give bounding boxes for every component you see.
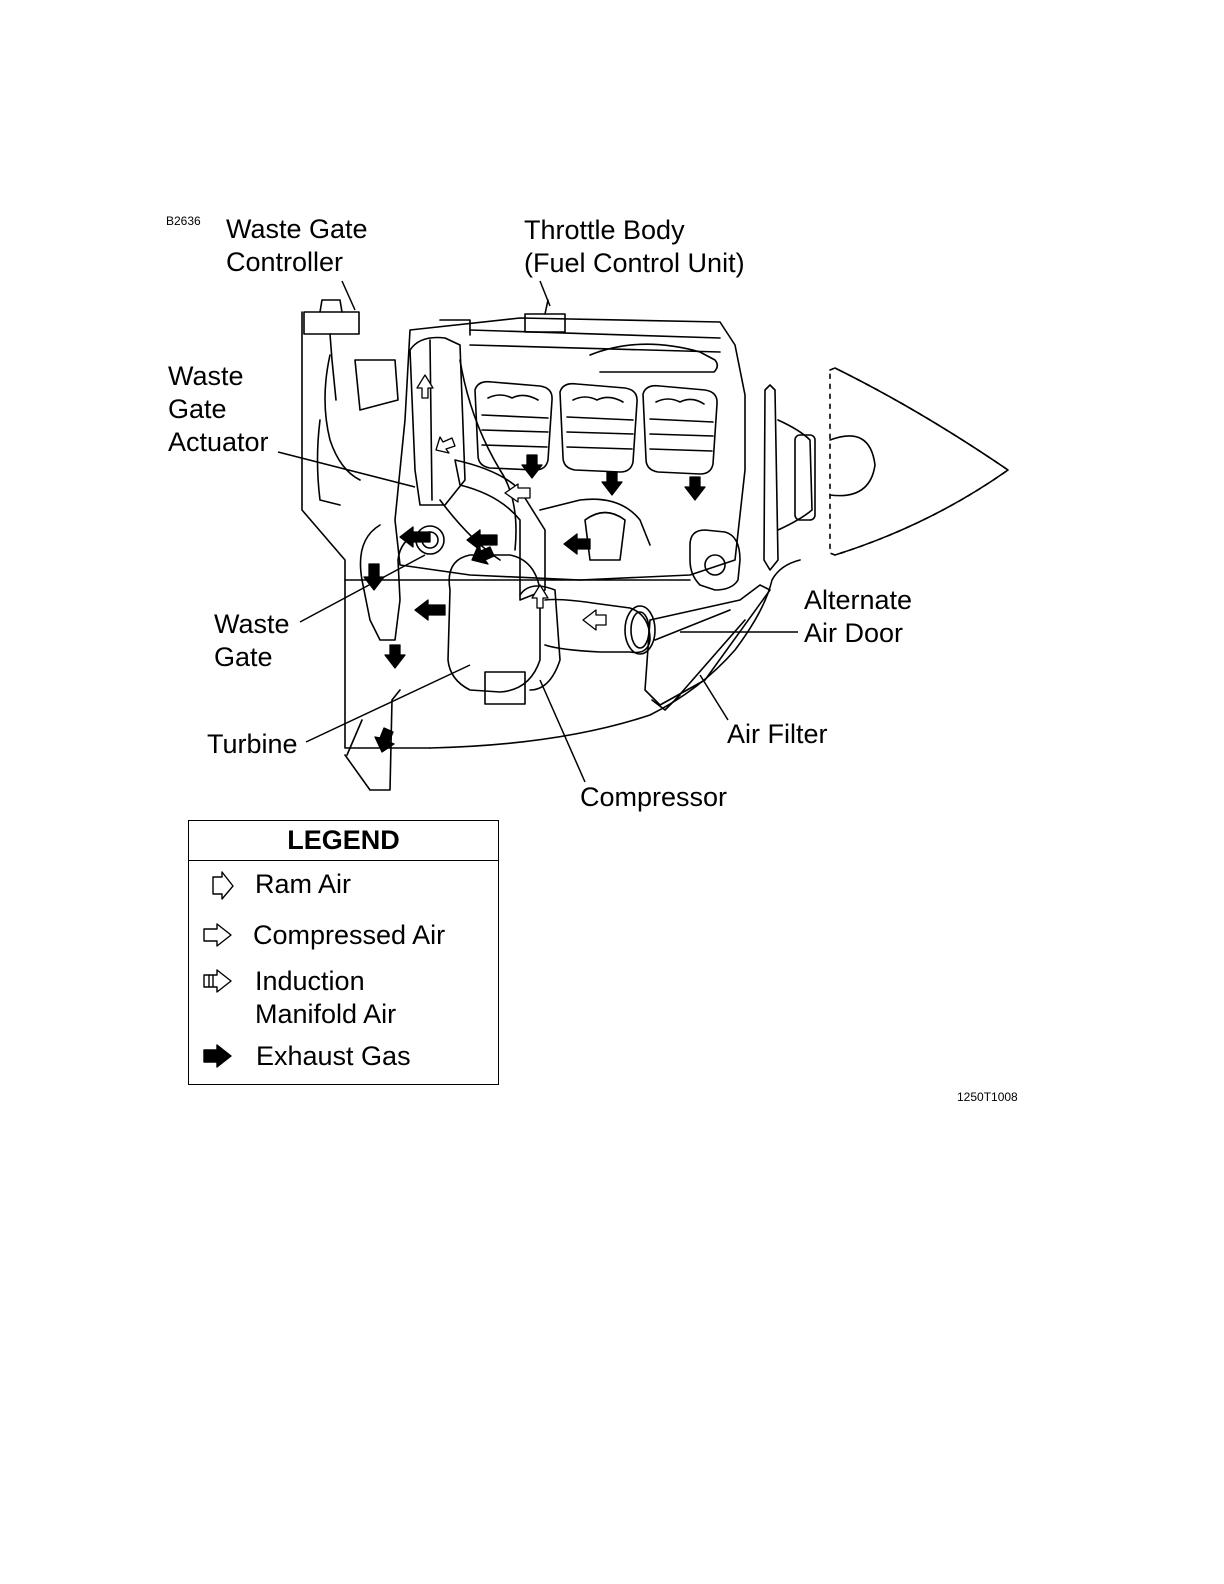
leader-waste-gate-controller [341, 280, 356, 311]
exhaust-arrow-6 [601, 471, 623, 496]
firewall-outline [301, 311, 431, 749]
label-throttle-body-line1: Throttle Body [524, 215, 685, 245]
exhaust-arrow-3 [563, 533, 591, 555]
label-compressor: Compressor [580, 782, 728, 812]
label-turbine: Turbine [207, 729, 298, 759]
turbine-housing [447, 554, 541, 693]
exhaust-arrow-10 [374, 727, 395, 753]
label-alternate-air-door-line2: Air Door [804, 618, 904, 648]
label-throttle-body-line2: (Fuel Control Unit) [524, 248, 745, 278]
exhaust-arrow-4 [414, 599, 446, 621]
label-throttle-body: Throttle Body (Fuel Control Unit) [524, 214, 745, 280]
figure-code: B2636 [166, 214, 201, 228]
legend-item-induction-line2: Manifold Air [255, 999, 397, 1029]
leader-waste-gate-actuator [277, 451, 416, 488]
legend-item-induction-line1: Induction [255, 966, 365, 996]
engine-block [394, 317, 746, 581]
exhaust-arrow-9 [384, 644, 406, 669]
propeller-spinner [829, 367, 1009, 556]
ram-air-arrow-icon [212, 871, 234, 900]
label-waste-gate-controller-line2: Controller [226, 247, 344, 277]
leader-turbine [305, 664, 471, 743]
leader-compressor [539, 679, 586, 783]
legend-item-compressed-air: Compressed Air [253, 920, 446, 950]
exhaust-arrow-1 [399, 526, 431, 548]
label-waste-gate-controller: Waste Gate Controller [226, 213, 368, 279]
induction-riser [409, 336, 466, 506]
cylinder-3 [642, 384, 718, 475]
compressed-air-arrow-2 [435, 436, 456, 454]
drawing-number: 1250T1008 [957, 1090, 1018, 1104]
legend-title: LEGEND [189, 821, 498, 861]
label-waste-gate-line2: Gate [214, 642, 273, 672]
cylinder-2 [559, 382, 638, 473]
label-waste-gate-actuator-line3: Actuator [168, 427, 269, 457]
ram-air-arrow-1 [582, 609, 607, 631]
exhaust-arrow-7 [684, 476, 706, 501]
leader-throttle-body [539, 280, 551, 307]
legend-item-ram-air: Ram Air [255, 869, 352, 899]
compressed-air-arrow-icon [203, 923, 232, 947]
propeller-flange [763, 384, 779, 571]
waste-gate-controller-body [303, 311, 360, 335]
exhaust-gas-arrow-icon [203, 1044, 232, 1068]
label-waste-gate-actuator-line2: Gate [168, 394, 227, 424]
legend: LEGEND [188, 820, 499, 1085]
compressed-air-arrow-4 [531, 584, 549, 609]
label-waste-gate-line1: Waste [214, 609, 290, 639]
label-alternate-air-door: Alternate Air Door [804, 584, 912, 650]
leader-air-filter [699, 674, 729, 721]
label-waste-gate: Waste Gate [214, 608, 290, 674]
label-waste-gate-actuator: Waste Gate Actuator [168, 360, 269, 459]
legend-item-induction-manifold-air: Induction Manifold Air [255, 965, 396, 1031]
label-alternate-air-door-line1: Alternate [804, 585, 913, 615]
throttle-body [524, 313, 566, 333]
label-waste-gate-controller-line1: Waste Gate [226, 214, 368, 244]
compressed-air-arrow-1 [416, 374, 434, 399]
label-waste-gate-actuator-line1: Waste [168, 361, 244, 391]
leader-waste-gate [299, 554, 426, 623]
air-filter-box [644, 584, 771, 706]
cylinder-1 [474, 380, 553, 471]
inlet-duct [544, 598, 651, 654]
legend-item-exhaust-gas: Exhaust Gas [256, 1041, 411, 1071]
exhaust-arrow-5 [521, 454, 543, 479]
alternator [689, 529, 741, 591]
exhaust-arrow-8 [363, 563, 385, 591]
exhaust-arrow-11 [471, 545, 495, 565]
induction-manifold-air-arrow-icon [203, 969, 232, 993]
lower-cowl-line [429, 559, 801, 749]
label-air-filter: Air Filter [727, 719, 828, 749]
compressor-housing [519, 585, 561, 691]
compressed-air-arrow-3 [504, 483, 531, 503]
